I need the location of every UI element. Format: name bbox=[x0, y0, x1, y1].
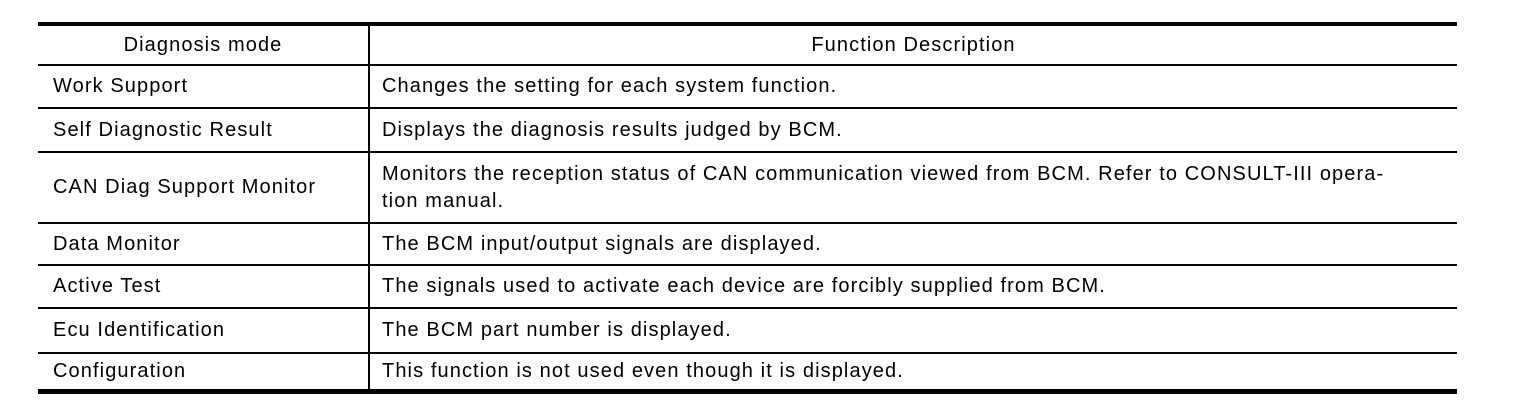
table-row: Self Diagnostic Result Displays the diag… bbox=[38, 109, 1457, 153]
table-row: CAN Diag Support Monitor Monitors the re… bbox=[38, 153, 1457, 224]
column-header-function-description: Function Description bbox=[811, 33, 1016, 56]
cell-function-description: Displays the diagnosis results judged by… bbox=[382, 118, 843, 141]
cell-diagnosis-mode: CAN Diag Support Monitor bbox=[38, 153, 370, 222]
table-row: Ecu Identification The BCM part number i… bbox=[38, 309, 1457, 354]
cell-function-description: The BCM part number is displayed. bbox=[382, 319, 732, 341]
diagnosis-mode-table: Diagnosis mode Function Description Work… bbox=[38, 22, 1457, 394]
table-row: Data Monitor The BCM input/output signal… bbox=[38, 224, 1457, 266]
table-row: Work Support Changes the setting for eac… bbox=[38, 66, 1457, 109]
table-row: Active Test The signals used to activate… bbox=[38, 266, 1457, 309]
cell-function-description: This function is not used even though it… bbox=[382, 360, 904, 382]
column-header-diagnosis-mode: Diagnosis mode bbox=[38, 26, 370, 64]
cell-diagnosis-mode: Data Monitor bbox=[38, 224, 370, 264]
cell-diagnosis-mode: Ecu Identification bbox=[38, 309, 370, 352]
cell-function-description: The BCM input/output signals are display… bbox=[382, 232, 822, 255]
cell-diagnosis-mode: Self Diagnostic Result bbox=[38, 109, 370, 151]
cell-diagnosis-mode: Configuration bbox=[38, 354, 370, 389]
cell-diagnosis-mode: Active Test bbox=[38, 266, 370, 307]
cell-function-description: Changes the setting for each system func… bbox=[382, 75, 838, 97]
cell-function-description: Monitors the reception status of CAN com… bbox=[382, 162, 1385, 212]
cell-diagnosis-mode: Work Support bbox=[38, 66, 370, 107]
table-row: Configuration This function is not used … bbox=[38, 354, 1457, 389]
cell-function-description: The signals used to activate each device… bbox=[382, 275, 1106, 297]
table-header-row: Diagnosis mode Function Description bbox=[38, 26, 1457, 66]
